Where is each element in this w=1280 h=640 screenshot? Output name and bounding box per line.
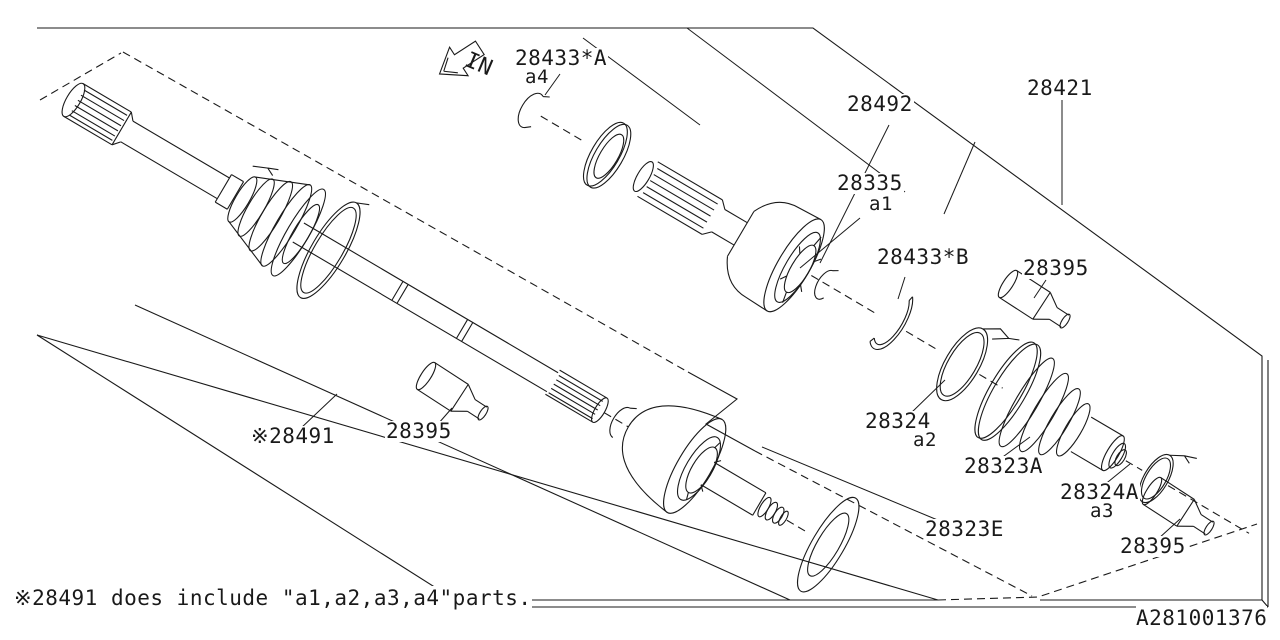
in-arrow-icon [430, 34, 489, 89]
axle-assembly-28491 [40, 45, 873, 600]
group-box-28491 [40, 52, 1032, 600]
leader-lines [300, 28, 1180, 539]
shaft-splined-end [545, 370, 611, 425]
variant-label-a2: a2 [912, 429, 938, 451]
variant-label-a1: a1 [868, 193, 894, 215]
part-label-28491: ※28491 [250, 424, 336, 448]
inner-boot [210, 152, 333, 281]
footnote-text: ※28491 does include "a1,a2,a3,a4"parts. [14, 586, 532, 610]
part-label-28395-1: 28395 [1022, 256, 1090, 280]
part-label-28335: 28335 [836, 171, 904, 195]
circlip-b [868, 290, 919, 356]
part-label-28433A: 28433*A [514, 46, 609, 70]
doc-number: A281001376 [1136, 606, 1268, 630]
part-label-28395-3: 28395 [1119, 534, 1187, 558]
doj-housing [714, 188, 838, 321]
part-label-28395-2: 28395 [385, 419, 453, 443]
part-label-28421: 28421 [1026, 76, 1094, 100]
part-label-28324A: 28324A [1059, 480, 1140, 504]
part-label-28492: 28492 [846, 92, 914, 116]
boot-clamp-ring [286, 190, 374, 306]
axle-shaft [119, 118, 561, 396]
part-label-28324: 28324 [864, 409, 932, 433]
panel-border [37, 28, 1268, 607]
grease-tube-2 [412, 359, 495, 429]
inner-joint-exploded [495, 58, 1277, 581]
variant-label-a3: a3 [1089, 500, 1115, 522]
snap-ring [605, 401, 637, 440]
boot-clamp-a2 [927, 313, 1020, 419]
snap-ring-a4 [513, 87, 550, 131]
cv-boot-inner [964, 335, 1152, 507]
dust-shield [787, 490, 869, 599]
part-label-28323E: 28323E [924, 517, 1005, 541]
boot-clamp-a3 [1132, 440, 1197, 515]
joint-spline-shaft [628, 156, 751, 251]
part-label-28323A: 28323A [963, 454, 1044, 478]
seal-washer [575, 116, 639, 194]
snap-ring-inner [810, 264, 839, 301]
stub-axle [701, 462, 793, 531]
variant-label-a4: a4 [524, 66, 550, 88]
part-label-28433B: 28433*B [876, 245, 971, 269]
spline-stub [58, 80, 137, 148]
outer-cv-joint [601, 380, 739, 522]
